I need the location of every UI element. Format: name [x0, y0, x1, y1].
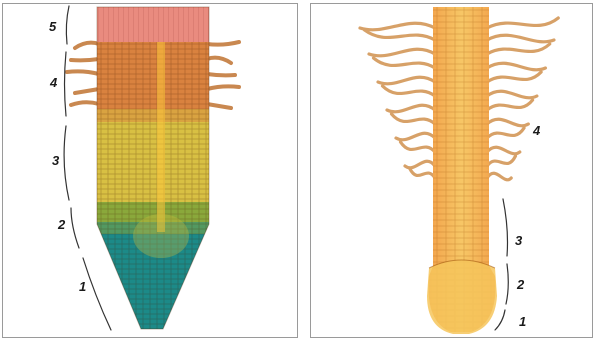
zone-label-1: 1 — [519, 315, 526, 328]
root-hair — [487, 35, 554, 42]
root-hair — [75, 43, 99, 48]
root-hair — [67, 71, 99, 74]
zone-label-2: 2 — [58, 218, 65, 231]
root-hair — [487, 91, 537, 98]
right-root-cap — [427, 260, 497, 334]
zone-label-5: 5 — [49, 20, 56, 33]
root-hair — [487, 18, 558, 28]
root-hair — [71, 102, 99, 105]
root-hair — [369, 49, 435, 56]
right-panel-root-exterior: 4 3 2 1 — [310, 3, 593, 338]
zone-label-1: 1 — [79, 280, 86, 293]
right-root-illustration — [311, 4, 592, 337]
root-hair — [392, 114, 436, 124]
root-hair — [410, 168, 436, 178]
root-hair — [207, 86, 239, 89]
zone-label-4: 4 — [533, 124, 540, 137]
root-hair — [378, 77, 435, 84]
root-hair — [487, 100, 533, 110]
left-panel-root-section: 5 4 3 2 1 — [2, 3, 298, 338]
root-hair — [396, 133, 435, 140]
root-hair — [387, 105, 435, 112]
zone-label-3: 3 — [515, 234, 522, 247]
zone-label-3: 3 — [52, 154, 59, 167]
root-hair — [487, 119, 528, 126]
root-hair — [207, 104, 231, 108]
root-hair — [487, 72, 541, 82]
root-hair — [71, 59, 99, 60]
root-hair — [487, 44, 550, 54]
root-hair — [401, 142, 436, 152]
root-hair — [383, 86, 436, 96]
root-hair — [487, 63, 545, 70]
root-hair — [487, 156, 516, 166]
root-hair — [75, 89, 99, 93]
zone-label-4: 4 — [50, 76, 57, 89]
right-zone-brackets — [495, 199, 508, 330]
root-hair — [374, 58, 436, 68]
root-hair — [207, 42, 239, 45]
root-hair — [487, 147, 520, 154]
left-root-illustration — [3, 4, 297, 337]
root-hair — [487, 173, 511, 180]
root-hair — [365, 30, 436, 40]
root-hair — [487, 128, 524, 138]
root-hair — [207, 74, 235, 75]
root-hair — [207, 58, 231, 63]
root-hair — [360, 23, 435, 30]
zone-label-2: 2 — [517, 278, 524, 291]
